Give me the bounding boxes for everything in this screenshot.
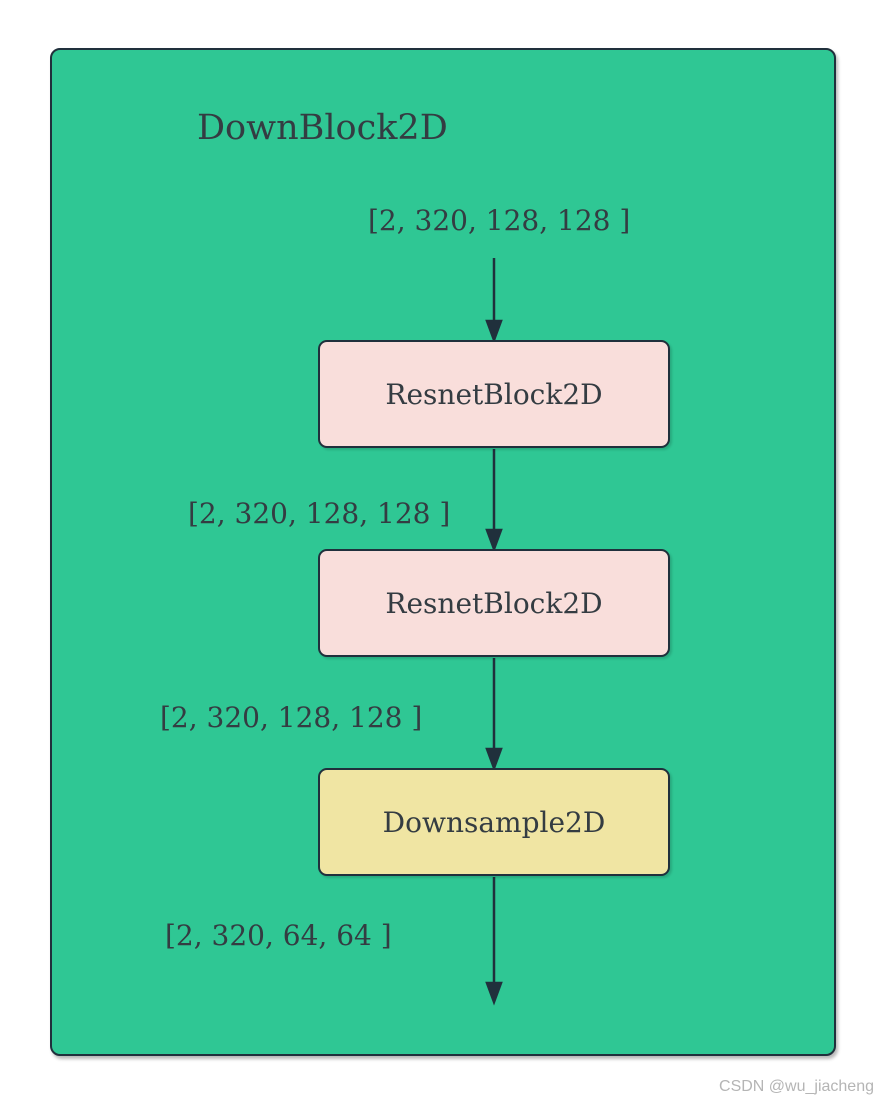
node-resnetblock2d-1-label: ResnetBlock2D: [385, 377, 603, 411]
tensor-shape-label-after-resnet1: [2, 320, 128, 128 ]: [188, 497, 451, 530]
node-downsample2d-label: Downsample2D: [382, 805, 606, 839]
tensor-shape-label-input: [2, 320, 128, 128 ]: [368, 204, 631, 237]
tensor-shape-label-output: [2, 320, 64, 64 ]: [165, 919, 392, 952]
node-resnetblock2d-1: ResnetBlock2D: [318, 340, 670, 448]
diagram-title: DownBlock2D: [197, 108, 448, 148]
node-downsample2d: Downsample2D: [318, 768, 670, 876]
csdn-watermark: CSDN @wu_jiacheng: [719, 1078, 874, 1095]
node-resnetblock2d-2: ResnetBlock2D: [318, 549, 670, 657]
tensor-shape-label-after-resnet2: [2, 320, 128, 128 ]: [160, 701, 423, 734]
node-resnetblock2d-2-label: ResnetBlock2D: [385, 586, 603, 620]
